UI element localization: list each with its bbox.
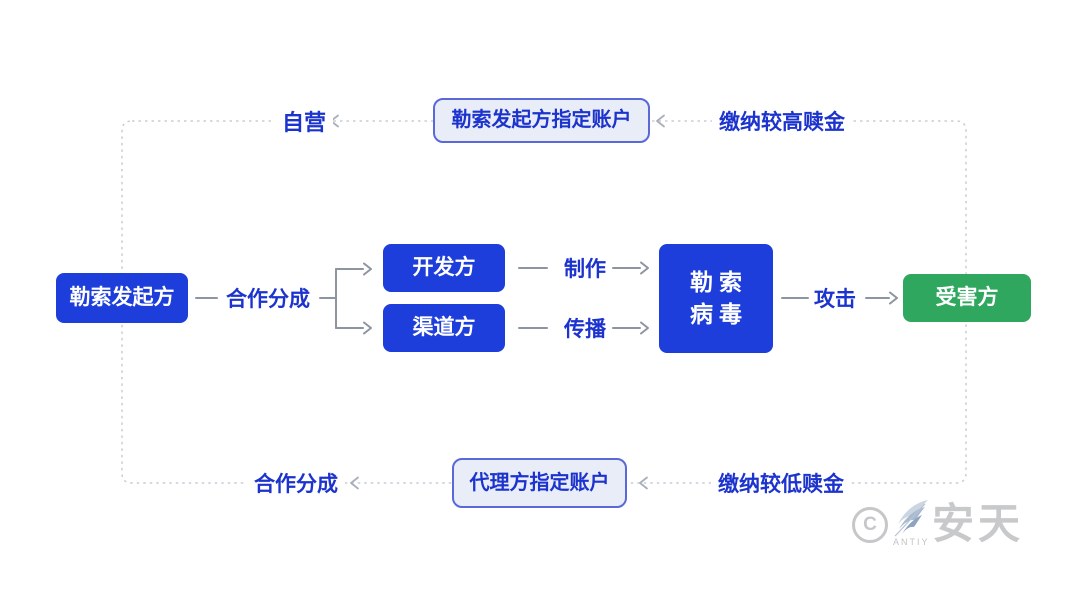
arrow-left-into-agent-account [639, 476, 648, 490]
arrow-into-channel [363, 321, 372, 335]
edge-label-spread: 传播 [564, 318, 606, 341]
node-victim: 受害方 [903, 274, 1031, 322]
arrow-left-into-initiator-account [656, 114, 665, 128]
antiy-brand-en: ANTIY [893, 537, 930, 547]
edge-label-attack: 攻击 [814, 288, 856, 311]
node-ransomware-label-line1: 勒索 [690, 269, 748, 296]
node-ransomware-label-line2: 病毒 [690, 300, 748, 327]
edge-label-cooperation-split-bottom: 合作分成 [247, 468, 345, 498]
node-developer: 开发方 [383, 244, 505, 292]
antiy-watermark: C ANTIY 安天 [848, 498, 1028, 554]
antiy-brand-cn: 安天 [932, 500, 1025, 547]
arrow-attack-into-victim [889, 291, 898, 305]
node-channel: 渠道方 [383, 304, 505, 352]
node-victim-label: 受害方 [935, 285, 999, 309]
antiy-feather-icon [894, 500, 928, 537]
arrow-spread-into-ransomware [640, 321, 649, 335]
edge-label-pay-higher-ransom: 缴纳较高赎金 [712, 106, 852, 136]
node-initiator-designated-account-label: 勒索发起方指定账户 [451, 109, 632, 131]
node-channel-label: 渠道方 [412, 315, 476, 339]
node-developer-label: 开发方 [412, 255, 476, 279]
arrow-into-developer [363, 262, 372, 276]
dashed-loop-path [121, 120, 967, 484]
node-ransom-initiator-label: 勒索发起方 [69, 285, 175, 309]
edge-label-pay-lower-ransom: 缴纳较低赎金 [711, 468, 851, 498]
arrow-produce-into-ransomware [640, 261, 649, 275]
node-agent-designated-account-label: 代理方指定账户 [469, 471, 610, 494]
node-agent-designated-account: 代理方指定账户 [452, 458, 627, 508]
node-ransom-initiator: 勒索发起方 [56, 273, 188, 323]
edge-label-produce: 制作 [564, 258, 606, 281]
edge-label-self-operated: 自营 [274, 105, 334, 137]
edge-label-cooperation-split: 合作分成 [226, 288, 310, 311]
node-initiator-designated-account: 勒索发起方指定账户 [433, 98, 650, 143]
arrow-left-into-coop-split-bottom [350, 476, 359, 490]
copyright-letter: C [863, 514, 877, 535]
node-ransomware: 勒索 病毒 [659, 244, 773, 353]
copyright-icon: C [852, 507, 888, 543]
